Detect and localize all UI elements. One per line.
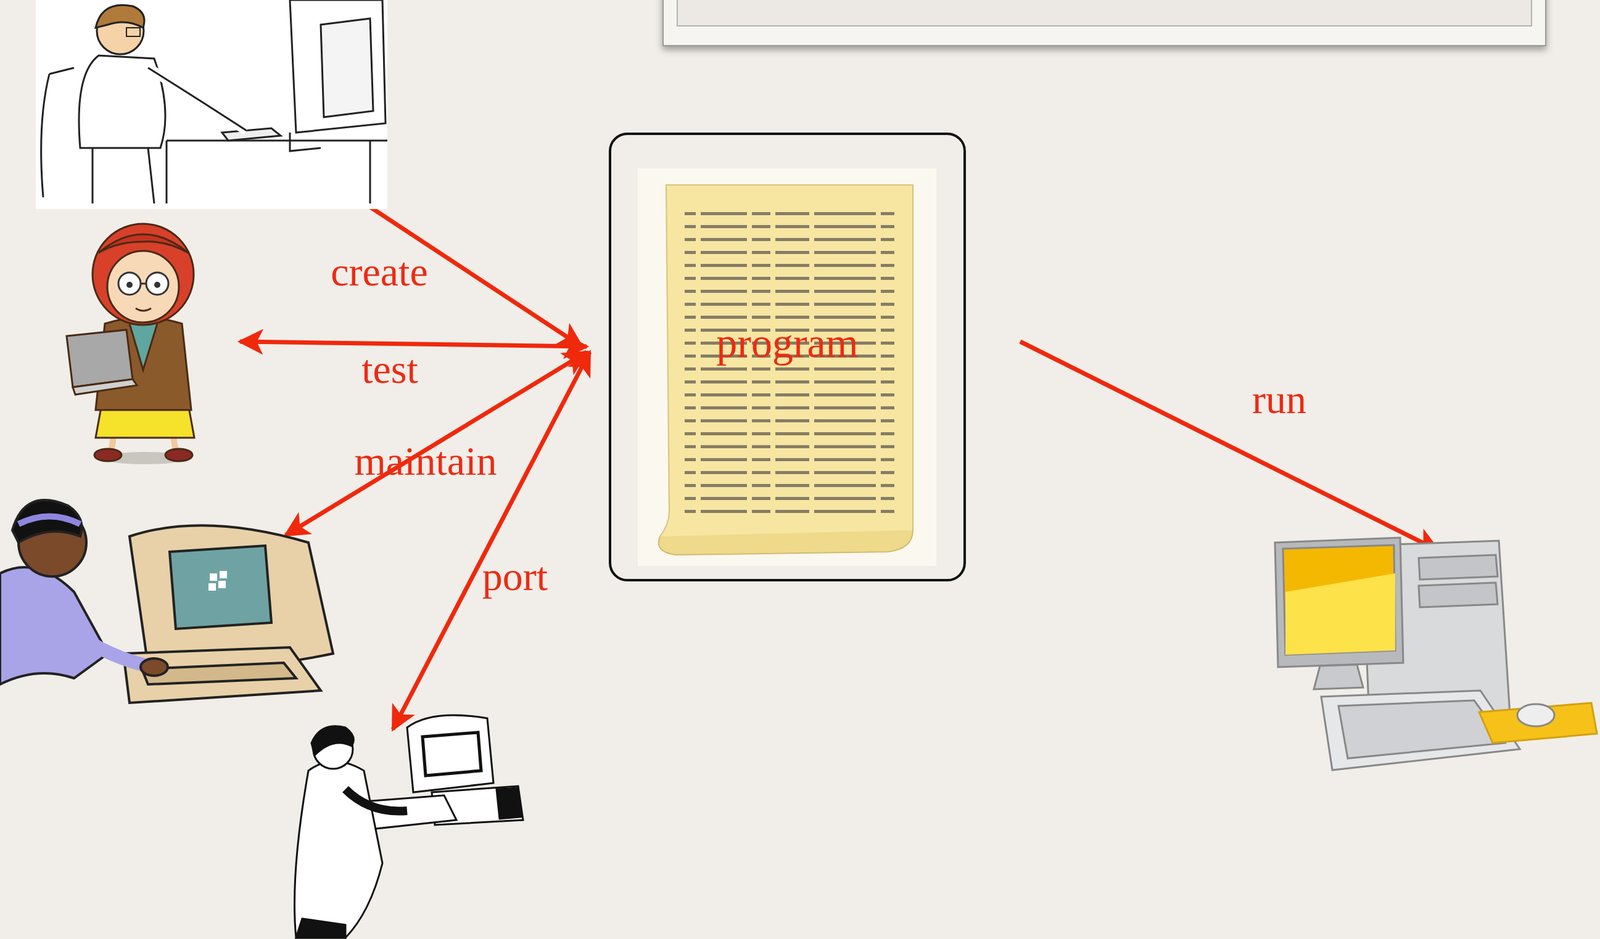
node-title: program — [611, 320, 964, 367]
porter-figure-part — [407, 715, 494, 793]
parchment-image — [637, 168, 937, 567]
tester-figure-part — [107, 251, 179, 323]
computer-figure-part — [1418, 555, 1498, 580]
porter-figure — [294, 715, 524, 939]
maintainer-figure-part — [123, 647, 321, 704]
maintainer-figure-part — [12, 500, 83, 543]
programmer-figure-part — [95, 4, 145, 28]
porter-figure-part — [422, 732, 482, 776]
arrow-lines-part — [392, 352, 590, 730]
porter-figure-part — [294, 761, 384, 939]
programmer-figure-part — [148, 67, 247, 131]
maintainer-figure-part — [140, 658, 168, 677]
maintainer-figure-part — [169, 545, 272, 630]
programmer-figure-part — [289, 0, 386, 133]
arrow-label: test — [361, 347, 419, 393]
top-panel-part — [677, 0, 1532, 26]
tester-figure-part — [146, 272, 169, 295]
computer-figure-part — [1418, 582, 1498, 608]
maintainer-figure-part — [209, 573, 218, 582]
parchment-image-part — [658, 530, 913, 556]
computer-figure-part — [1282, 545, 1396, 656]
programmer-figure-part — [165, 140, 168, 204]
arrow-lines-part — [1020, 341, 1439, 551]
arrow-lines — [239, 148, 1439, 730]
programmer-figure-part — [41, 67, 75, 198]
arrow-label: create — [330, 249, 429, 295]
top-panel-part — [663, 0, 1546, 46]
programmer-figure-part — [289, 132, 321, 152]
computer-figure — [1274, 537, 1597, 771]
maintainer-figure-part — [219, 571, 227, 579]
arrow-label: maintain — [354, 439, 498, 485]
computer-figure-part — [1338, 700, 1506, 759]
maintainer-figure-part — [218, 581, 226, 589]
programmer-figure-part — [166, 140, 388, 142]
tester-figure-part — [129, 323, 158, 371]
tester-figure — [66, 223, 195, 465]
porter-figure-part — [496, 788, 522, 820]
maintainer-figure-part — [37, 604, 149, 667]
tester-figure-part — [165, 449, 193, 462]
tester-figure-part — [92, 223, 194, 326]
tester-figure-part — [154, 281, 161, 289]
tester-figure-part — [140, 283, 147, 285]
maintainer-figure-part — [129, 525, 334, 668]
tester-figure-part — [98, 234, 189, 253]
arrow-lines-part — [239, 341, 587, 347]
tester-figure-part — [72, 379, 137, 395]
tester-figure-part — [126, 281, 133, 289]
programmer-figure-part — [35, 0, 388, 210]
top-panel — [663, 0, 1546, 46]
programmer-figure-part — [222, 128, 281, 141]
tester-figure-part — [66, 329, 133, 388]
maintainer-figure — [0, 500, 334, 704]
computer-figure-part — [1479, 703, 1597, 744]
programmer-figure-part — [92, 148, 155, 204]
computer-figure-part — [1274, 537, 1404, 668]
programmer-figure — [35, 0, 388, 210]
tester-figure-part — [135, 308, 152, 311]
programmer-figure-part — [320, 18, 374, 118]
computer-figure-part — [1517, 704, 1555, 727]
arrow-label: port — [482, 554, 548, 600]
parchment-image-part — [637, 168, 937, 567]
tester-figure-part — [94, 449, 122, 462]
porter-figure-part — [296, 919, 346, 939]
maintainer-figure-part — [208, 583, 216, 591]
arrow-label: run — [1252, 377, 1307, 423]
programmer-figure-part — [126, 27, 141, 37]
computer-figure-part — [1285, 573, 1396, 656]
programmer-figure-part — [369, 140, 372, 204]
programmer-figure-part — [148, 67, 247, 131]
tester-figure-part — [118, 272, 141, 295]
maintainer-figure-part — [18, 516, 81, 525]
computer-figure-part — [1313, 664, 1364, 690]
porter-figure-part — [311, 726, 354, 756]
porter-figure-part — [345, 789, 408, 812]
program-box: program — [608, 132, 966, 582]
